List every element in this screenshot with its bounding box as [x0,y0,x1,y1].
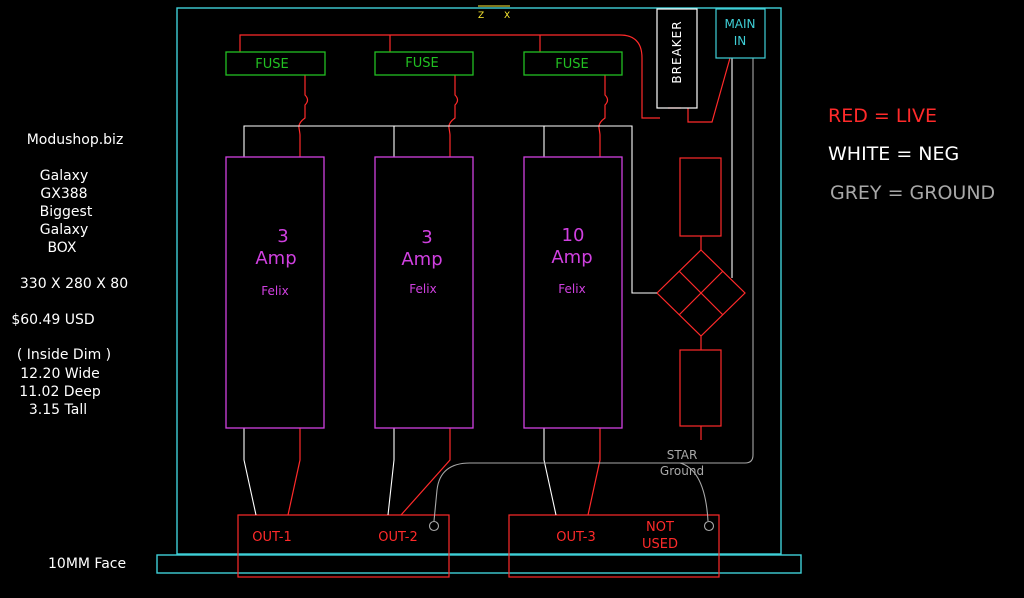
not-used-line-1: NOT [646,520,674,535]
fuse-3-label: FUSE [555,57,588,72]
top-marker: Z X [478,11,510,21]
fuse-2 [374,51,474,76]
amp3-live-out [587,428,601,516]
star-ground-line-1: STAR [667,448,698,462]
live-wiring [237,34,746,578]
fuses: FUSE FUSE FUSE [225,51,623,76]
amp2-neg-out [387,428,395,516]
amp1-live-out [287,428,301,516]
enclosure-outline [176,7,782,555]
fuse1-to-amp1 [298,75,309,157]
fuse2-to-amp2 [448,75,459,157]
amp-2-unit: Amp [401,249,442,270]
main-in-line-2: IN [734,34,747,48]
breaker-to-main [687,57,731,123]
ground-wiring [428,58,754,532]
fuse-2-label: FUSE [405,56,438,71]
output-box-1-2 [237,514,450,578]
ground-to-out2 [433,58,754,522]
ground-terminal-notused [703,520,715,532]
legend-neg: WHITE = NEG [828,143,959,165]
breaker-box [656,8,698,109]
component-upper [679,157,722,237]
breaker-label: BREAKER [670,20,684,83]
inside-width: 12.20 Wide [20,366,99,382]
amp3-neg-out [543,428,557,516]
amp-3 [523,156,623,429]
amp-2-brand: Felix [409,282,436,296]
amp-1 [225,156,325,429]
star-ground-label: STAR Ground [660,448,704,478]
legend: RED = LIVE WHITE = NEG GREY = GROUND [828,105,995,204]
marker-z: Z [478,11,484,21]
live-bus [239,34,660,119]
ground-to-notused [679,462,709,522]
model-line-4: Galaxy [40,222,88,238]
face-label: 10MM Face [48,556,126,572]
amp-1-brand: Felix [261,284,288,298]
inside-depth: 11.02 Deep [19,384,101,400]
fuse-1 [225,51,326,76]
amp2-live-out [400,428,451,516]
amp1-neg-out [243,428,257,516]
model-line-1: Galaxy [40,168,88,184]
main-in-line-1: MAIN [724,17,755,31]
fuse3-to-amp3 [598,75,609,157]
amp-1-unit: Amp [255,248,296,269]
price: $60.49 USD [11,312,94,328]
amp-3-rating: 10 [562,225,585,246]
amp-boxes [225,156,623,429]
main-in-box [715,8,766,59]
legend-live: RED = LIVE [828,105,937,127]
amp-2 [374,156,474,429]
ground-terminal-out2 [428,520,440,532]
out-2-label: OUT-2 [378,530,417,545]
output-labels: OUT-1 OUT-2 OUT-3 NOT USED [252,520,678,552]
out-3-label: OUT-3 [556,530,595,545]
bridge-diag-2 [678,270,724,316]
main-in-label: MAIN IN [724,17,755,48]
model-line-2: GX388 [40,186,87,202]
neg-bus [243,125,657,294]
fuse-1-label: FUSE [255,57,288,72]
outer-dimensions: 330 X 280 X 80 [20,276,128,292]
output-box-3 [508,514,720,578]
amp-3-unit: Amp [551,247,592,268]
amp-2-rating: 3 [421,227,432,248]
amp-3-brand: Felix [558,282,585,296]
left-info-panel: Modushop.biz Galaxy GX388 Biggest Galaxy… [11,132,128,418]
not-used-line-2: USED [642,537,678,552]
legend-ground: GREY = GROUND [830,182,995,204]
model-line-5: BOX [47,240,76,256]
marker-x: X [504,11,510,21]
fuse-3 [523,51,623,76]
site-name: Modushop.biz [27,132,124,148]
front-face-panel [156,554,802,574]
amp-1-rating: 3 [277,226,288,247]
component-lower [679,349,722,427]
amp-labels: 3 Amp Felix 3 Amp Felix 10 Amp Felix [255,225,592,298]
inside-height: 3.15 Tall [29,402,87,418]
inside-dim-heading: ( Inside Dim ) [17,347,111,363]
model-line-3: Biggest [40,204,93,220]
neg-wiring [243,58,733,516]
star-ground-line-2: Ground [660,464,704,478]
out-1-label: OUT-1 [252,530,291,545]
